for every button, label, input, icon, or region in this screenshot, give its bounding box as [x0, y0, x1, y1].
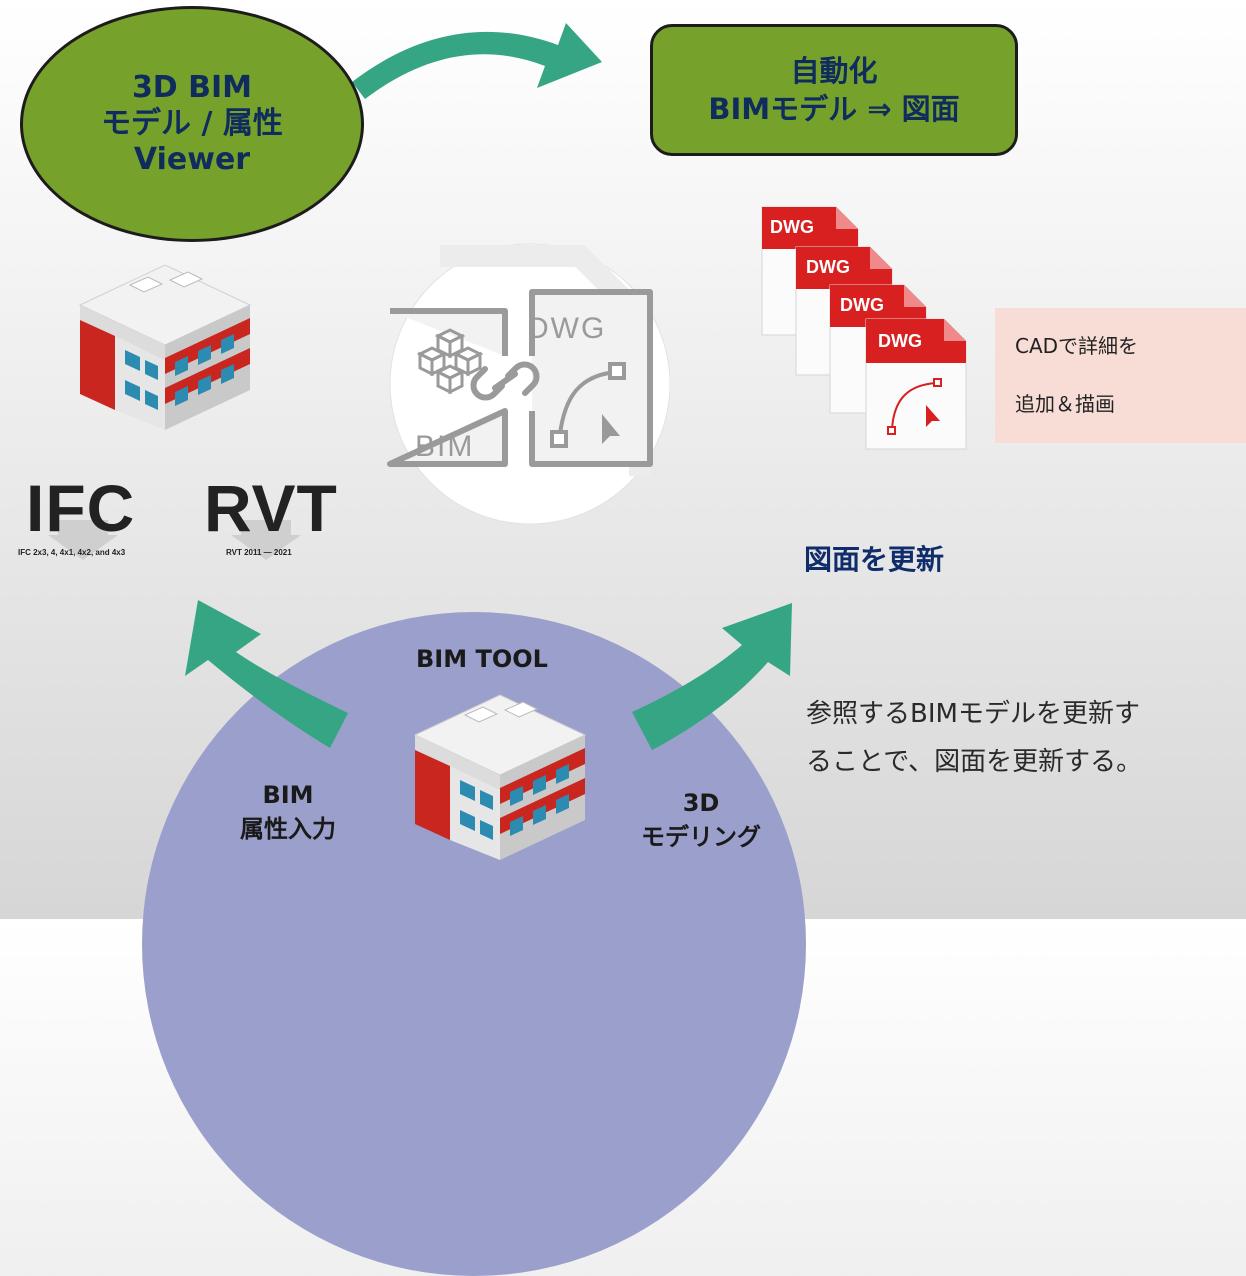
cubes-icon: [416, 328, 484, 395]
cursor-icon: [602, 414, 620, 444]
dwg-file-label: DWG: [806, 257, 850, 277]
update-desc-line-1: 参照するBIMモデルを更新す: [806, 699, 1140, 729]
3d-modeling-label: 3D モデリング: [626, 786, 776, 854]
viewer-line-3: Viewer: [133, 142, 251, 177]
modeling-line-1: 3D: [682, 789, 720, 817]
dwg-file-label: DWG: [878, 331, 922, 351]
update-description: 参照するBIMモデルを更新す ることで、図面を更新する。: [806, 690, 1142, 786]
viewer-bubble: 3D BIM モデル / 属性 Viewer: [20, 6, 364, 242]
cad-note-line-2: 追加＆描画: [1015, 392, 1115, 416]
arrow-tool-to-update: [632, 603, 792, 750]
viewer-line-2: モデル / 属性: [101, 106, 283, 141]
bim-attr-line-2: 属性入力: [240, 815, 336, 843]
cad-note-line-1: CADで詳細を: [1015, 334, 1139, 358]
ifc-format: IFC IFC 2x3, 4, 4x1, 4x2, and 4x3: [18, 470, 178, 590]
ifc-versions: IFC 2x3, 4, 4x1, 4x2, and 4x3: [18, 548, 126, 557]
update-desc-line-2: ることで、図面を更新する。: [806, 747, 1143, 777]
link-bim-label: BIM: [415, 430, 475, 463]
dwg-file: DWG: [864, 317, 968, 451]
modeling-line-2: モデリング: [641, 823, 761, 851]
rvt-versions: RVT 2011 — 2021: [226, 548, 292, 557]
building-icon: [78, 264, 252, 430]
dwg-file-label: DWG: [840, 295, 884, 315]
dwg-file-stack: DWG DWG DWG DWG: [760, 205, 970, 450]
down-arrow-icon: [48, 520, 118, 560]
bezier-cursor-icon: [550, 362, 626, 448]
down-arrow-icon: [231, 520, 301, 560]
flow-arrows: [185, 23, 792, 750]
bim-dwg-link-emblem: [387, 243, 670, 525]
bim-attr-input-label: BIM 属性入力: [218, 778, 358, 846]
arrow-viewer-to-automation: [352, 23, 602, 99]
update-title: 図面を更新: [804, 543, 945, 576]
chain-link-icon: [470, 361, 540, 401]
cursor-icon: [926, 405, 940, 427]
rvt-label: RVT: [204, 471, 338, 545]
automation-line-2: BIMモデル ⇒ 図面: [708, 92, 960, 126]
building-icon: [413, 694, 587, 860]
automation-line-1: 自動化: [790, 54, 878, 88]
rvt-format: RVT RVT 2011 — 2021: [196, 470, 338, 590]
bim-attr-line-1: BIM: [262, 781, 314, 809]
link-dwg-label: DWG: [527, 312, 607, 345]
cad-note: CADで詳細を 追加＆描画: [995, 308, 1246, 443]
arrow-tool-to-formats: [185, 600, 348, 748]
dwg-file-label: DWG: [770, 217, 814, 237]
bim-tool-title: BIM TOOL: [416, 645, 548, 673]
automation-box: 自動化 BIMモデル ⇒ 図面: [650, 24, 1018, 156]
ifc-label: IFC: [26, 471, 136, 545]
viewer-line-1: 3D BIM: [131, 70, 253, 105]
